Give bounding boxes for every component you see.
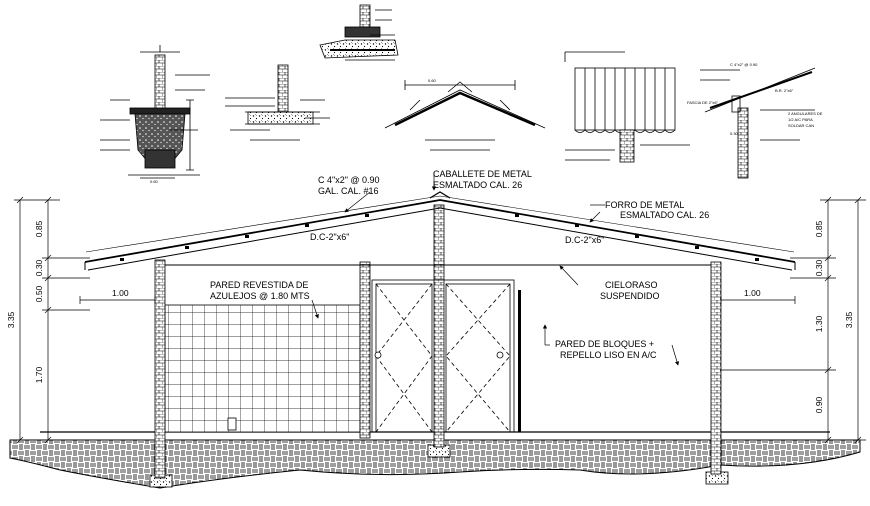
note-block-wall-1: PARED DE BLOQUES + xyxy=(555,339,654,349)
left-total-dim: 3.35 xyxy=(6,311,16,328)
right-dim-1: 0.85 xyxy=(814,220,824,237)
detail-6-angle-3: SOLDAR CAN xyxy=(788,123,814,128)
left-dim-2: 0.30 xyxy=(34,259,44,276)
note-tile-wall-2: AZULEJOS @ 1.80 MTS xyxy=(210,291,310,301)
detail-corrugated-sheet xyxy=(564,51,690,163)
detail-6-angle-2: 1/2 A/C PARA xyxy=(788,117,813,122)
detail-ridge-cap: 0.60 xyxy=(384,78,546,151)
detail-eave-fascia: C 4"x2" @ 0.90 B.R. 2"x6" FASCIA DE 2"x6… xyxy=(687,62,823,179)
note-roofing-1: FORRO DE METAL xyxy=(605,200,684,210)
right-total-dim: 3.35 xyxy=(844,311,854,328)
footings xyxy=(149,444,729,488)
left-dimension-chain xyxy=(14,196,156,444)
detail-1-bottom-dim: 0.60 xyxy=(150,179,159,184)
detail-footing-column: 0.60 xyxy=(100,45,210,184)
left-eave-dim: 1.00 xyxy=(112,288,129,298)
note-ceiling-2: SUSPENDIDO xyxy=(600,291,660,301)
right-dim-2: 0.30 xyxy=(814,259,824,276)
purlins xyxy=(120,214,759,261)
roof xyxy=(84,191,796,271)
detail-6-purlin: C 4"x2" @ 0.90 xyxy=(730,62,758,67)
note-purlin-2: GAL. CAL. #16 xyxy=(318,186,379,196)
note-tile-wall-1: PARED REVESTIDA DE xyxy=(210,280,308,290)
tile-wall xyxy=(164,304,361,433)
note-rafter-right: D.C-2"x6" xyxy=(565,235,604,245)
right-dimension-chain xyxy=(720,196,866,444)
block-wall-edge xyxy=(518,290,521,432)
note-purlin-1: C 4"x2" @ 0.90 xyxy=(318,175,380,185)
columns xyxy=(154,204,722,479)
note-ceiling-1: CIELORASO xyxy=(605,280,658,290)
leader-lines xyxy=(311,172,680,366)
left-dim-4: 1.70 xyxy=(34,366,44,383)
detail-wall-base xyxy=(225,64,330,141)
left-dim-3: 0.50 xyxy=(34,285,44,302)
note-rafter-left: D.C-2"x6" xyxy=(310,232,349,242)
right-eave-dim: 1.00 xyxy=(744,288,761,298)
detail-6-rafter: B.R. 2"x6" xyxy=(775,88,794,93)
double-door xyxy=(371,279,515,433)
detail-6-angle-1: 2 ANGULARES DE xyxy=(788,111,823,116)
left-dim-1: 0.85 xyxy=(34,220,44,237)
detail-4-top-dim: 0.60 xyxy=(428,78,437,83)
note-block-wall-2: REPELLO LISO EN A/C xyxy=(560,350,657,360)
note-ridge-1: CABALLETE DE METAL xyxy=(433,169,532,179)
note-ridge-2: ESMALTADO CAL. 26 xyxy=(433,180,522,190)
note-roofing-2: ESMALTADO CAL. 26 xyxy=(620,210,709,220)
right-dim-4: 0.90 xyxy=(814,396,824,413)
detail-curb xyxy=(319,4,399,61)
detail-6-fascia: FASCIA DE 2"x6" xyxy=(687,100,719,105)
detail-6-dim: 0.30 xyxy=(730,131,739,136)
right-dim-3: 1.30 xyxy=(814,315,824,332)
tile-wall-outlet xyxy=(227,417,237,431)
